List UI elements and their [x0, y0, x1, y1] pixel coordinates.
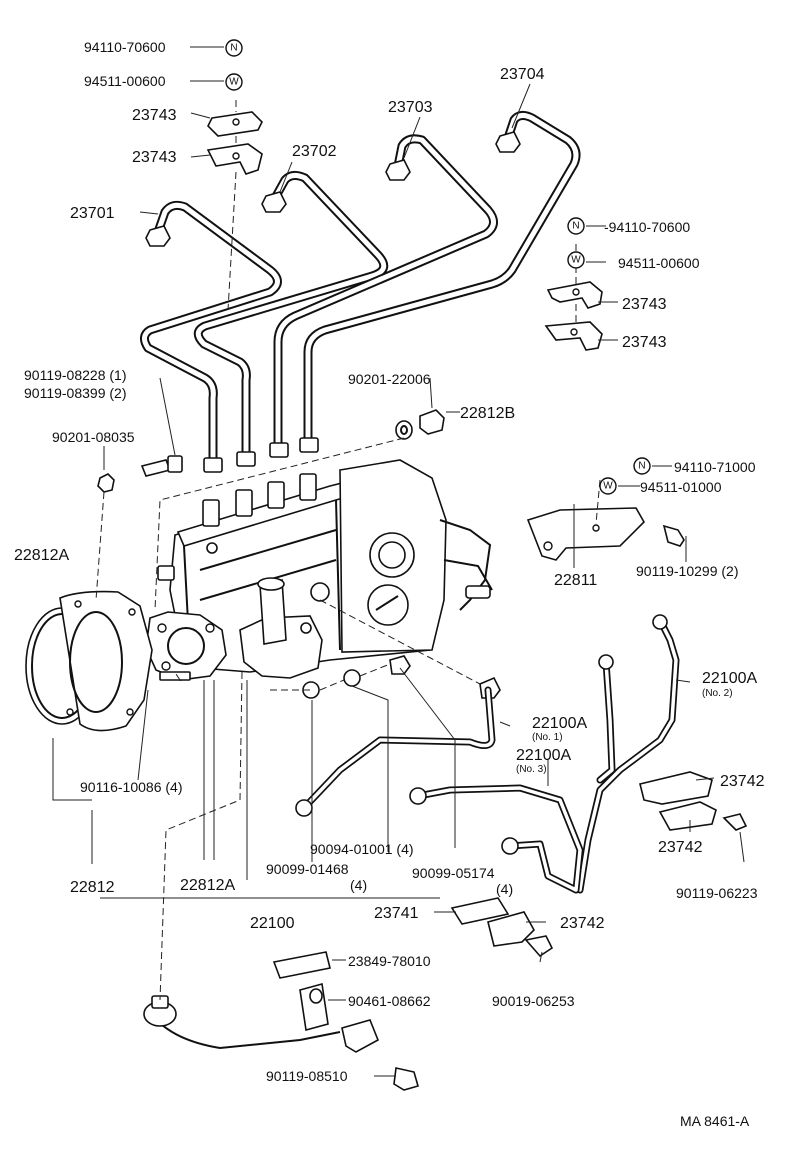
label-90099-05174-qty: (4) — [496, 881, 513, 897]
label-94511-00600-right: 94511-00600 — [618, 255, 700, 271]
label-22812A-left: 22812A — [14, 547, 69, 564]
label-90201-22006: 90201-22006 — [348, 371, 431, 387]
label-90099-01468-qty: (4) — [350, 877, 367, 893]
washer-symbol-label: W — [229, 77, 239, 88]
label-94110-70600-upper: 94110-70600 — [84, 39, 166, 55]
label-22100: 22100 — [250, 915, 295, 932]
label-90119-08399: 90119-08399 (2) — [24, 385, 126, 401]
injection-pump-body — [145, 459, 493, 681]
label-90119-08510: 90119-08510 — [266, 1068, 348, 1084]
nut-symbol-label: N — [572, 221, 579, 232]
washer-symbol-label: W — [571, 255, 581, 266]
label-23743-c: 23743 — [622, 296, 667, 313]
label-22812A-bottom: 22812A — [180, 877, 235, 894]
washer-symbol-bracket: W — [599, 477, 617, 495]
label-22100A-no2: 22100A — [702, 670, 757, 687]
nut-symbol-upper-left: N — [225, 39, 243, 57]
label-22812B: 22812B — [460, 405, 515, 422]
label-90119-08228: 90119-08228 (1) — [24, 367, 126, 383]
label-94110-70600-right: -94110-70600 — [604, 219, 690, 235]
nut-symbol-label: N — [230, 43, 237, 54]
pipe-clamps-upper-left — [206, 111, 263, 175]
label-22100A-no3: 22100A — [516, 747, 571, 764]
label-23702: 23702 — [292, 143, 337, 160]
label-94511-01000: 94511-01000 — [640, 479, 722, 495]
label-22100A-no2-sub: (No. 2) — [702, 688, 733, 699]
label-23742-a: 23742 — [720, 773, 765, 790]
label-94511-00600-upper: 94511-00600 — [84, 73, 166, 89]
label-23703: 23703 — [388, 99, 433, 116]
label-90099-05174: 90099-05174 — [412, 865, 495, 881]
label-22100A-no1-sub: (No. 1) — [532, 732, 563, 743]
label-23741: 23741 — [374, 905, 419, 922]
label-22811: 22811 — [554, 572, 597, 589]
nut-symbol-label: N — [638, 461, 645, 472]
label-23743-b: 23743 — [132, 149, 177, 166]
diagram-reference-code: MA 8461-A — [680, 1113, 750, 1129]
part-labels: 94110-70600 94511-00600 23743 23743 2370… — [14, 39, 765, 1084]
label-90461-08662: 90461-08662 — [348, 993, 431, 1009]
label-90019-06253: 90019-06253 — [492, 993, 575, 1009]
pump-bracket — [526, 507, 685, 561]
label-90119-06223: 90119-06223 — [676, 885, 758, 901]
pipe-clamps-right — [544, 281, 603, 351]
label-23743-d: 23743 — [622, 334, 667, 351]
label-90116-10086: 90116-10086 (4) — [80, 779, 182, 795]
fuel-pipes — [295, 614, 680, 894]
label-90119-10299: 90119-10299 (2) — [636, 563, 738, 579]
sensor-harness — [143, 951, 419, 1091]
label-23742-c: 23742 — [560, 915, 605, 932]
leader-lines — [52, 46, 745, 1077]
label-22100A-no1: 22100A — [532, 715, 587, 732]
nut-symbol-bracket: N — [633, 457, 651, 475]
label-22812: 22812 — [70, 879, 115, 896]
label-22100A-no3-sub: (No. 3) — [516, 764, 547, 775]
coupling-flange-and-o-ring — [25, 590, 191, 732]
label-23701: 23701 — [70, 205, 115, 222]
label-90201-08035: 90201-08035 — [52, 429, 135, 445]
washer-symbol-upper-left: W — [225, 73, 243, 91]
label-90094-01001: 90094-01001 (4) — [310, 841, 414, 857]
fuel-pipe-clamps — [450, 771, 748, 958]
label-23742-b: 23742 — [658, 839, 703, 856]
label-90099-01468: 90099-01468 — [266, 861, 349, 877]
washer-symbol-label: W — [603, 481, 613, 492]
assembly-dashed-lines — [95, 100, 601, 1001]
label-23743-a: 23743 — [132, 107, 177, 124]
label-94110-71000: 94110-71000 — [674, 459, 756, 475]
label-23704: 23704 — [500, 66, 545, 83]
nut-symbol-upper-right: N — [567, 217, 585, 235]
label-23849-78010: 23849-78010 — [348, 953, 431, 969]
washer-symbol-upper-right: W — [567, 251, 585, 269]
